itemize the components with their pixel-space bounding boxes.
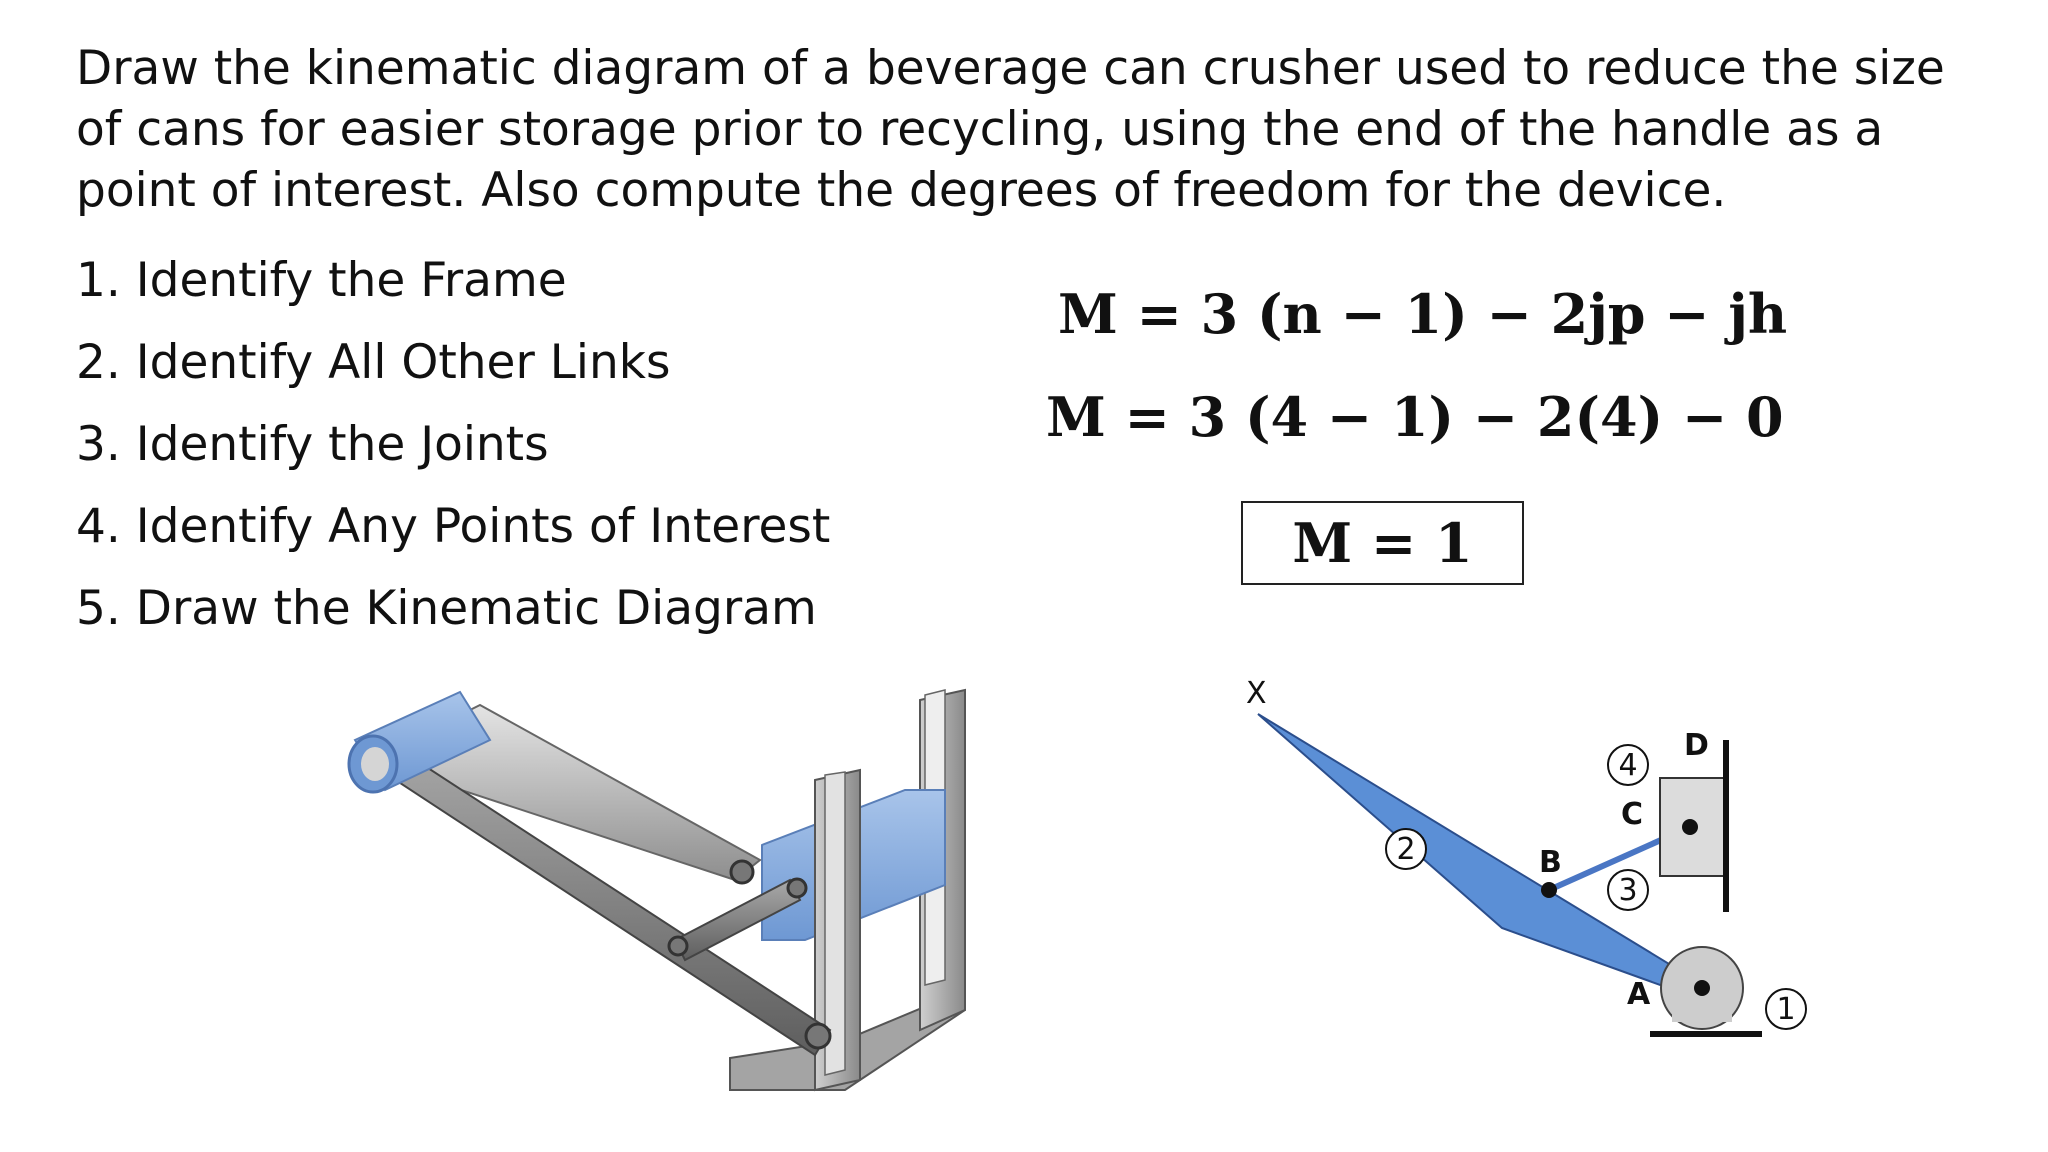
substituted-equation: M = 3 (4 − 1) − 2(4) − 0 [1046, 385, 1784, 449]
link-label-4: 4 [1618, 748, 1637, 783]
step-item-1: 1. Identify the Frame [76, 253, 567, 308]
result-equation: M = 1 [1292, 511, 1473, 575]
link-label-ring-2 [1385, 828, 1427, 870]
joint-label-d: D [1684, 728, 1709, 763]
link-label-3: 3 [1618, 873, 1637, 908]
joint-a [1694, 980, 1710, 996]
link-label-ring-4 [1607, 744, 1649, 786]
crusher-pin-2 [667, 935, 689, 957]
link-label-2: 2 [1396, 832, 1415, 867]
problem-statement: Draw the kinematic diagram of a beverage… [76, 41, 1945, 218]
step-item-5: 5. Draw the Kinematic Diagram [76, 581, 817, 636]
step-item-4: 4. Identify Any Points of Interest [76, 499, 831, 554]
crusher-pin-1 [729, 859, 755, 885]
crusher-pin-3 [786, 877, 808, 899]
link-label-ring-1 [1765, 988, 1807, 1030]
step-item-2: 2. Identify All Other Links [76, 335, 671, 390]
link-label-1: 1 [1776, 992, 1795, 1027]
step-item-3: 3. Identify the Joints [76, 417, 549, 472]
joint-label-a: A [1627, 977, 1651, 1012]
joint-b [1541, 882, 1557, 898]
crusher-grip-end-inner [361, 747, 389, 781]
crusher-pin-4 [804, 1022, 832, 1050]
crusher-front-channel [824, 771, 846, 1076]
point-x-label: X [1246, 676, 1267, 711]
result-box: M = 1 [1241, 501, 1524, 585]
link-label-ring-3 [1607, 869, 1649, 911]
joint-label-c: C [1621, 797, 1643, 832]
step-list: 1. Identify the Frame 2. Identify All Ot… [76, 240, 830, 650]
joint-c [1682, 819, 1698, 835]
joint-label-b: B [1539, 845, 1562, 880]
mobility-equation: M = 3 (n − 1) − 2jp − jh [1058, 282, 1788, 346]
